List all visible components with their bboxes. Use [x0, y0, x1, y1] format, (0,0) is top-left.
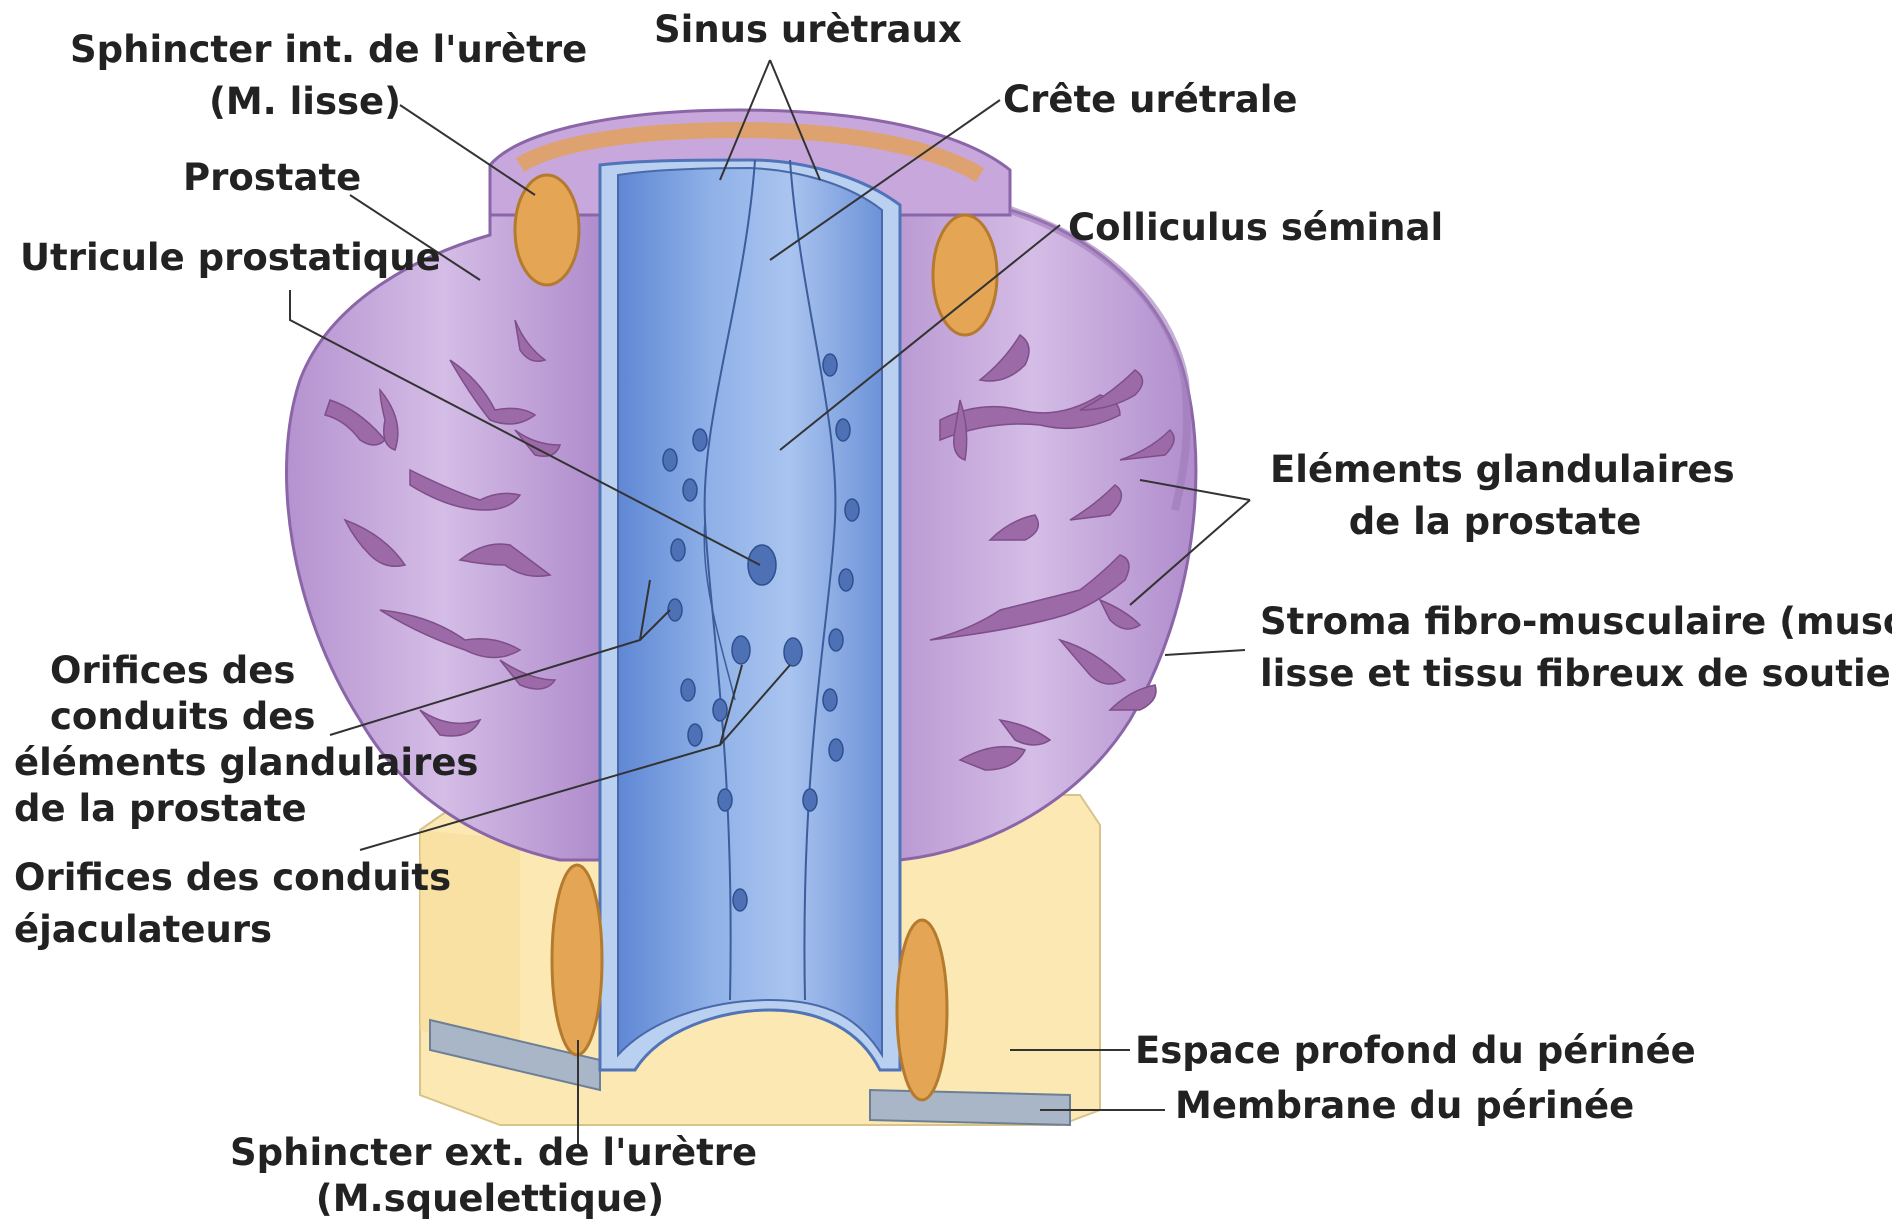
- label-stroma-line2: lisse et tissu fibreux de soutien): [1260, 648, 1892, 700]
- label-orifices-glands-line4: de la prostate: [14, 786, 478, 832]
- label-sphincter-ext: Sphincter ext. de l'urètre (M.squelettiq…: [230, 1130, 750, 1222]
- label-elements-line2: de la prostate: [1270, 496, 1720, 548]
- label-orifices-ejaculateurs: Orifices des conduits éjaculateurs: [14, 852, 451, 956]
- label-sphincter-int: Sphincter int. de l'urètre (M. lisse): [70, 24, 540, 128]
- label-elements-glandulaires: Eléments glandulaires de la prostate: [1270, 444, 1720, 548]
- label-sphincter-ext-line2: (M.squelettique): [230, 1176, 750, 1222]
- label-orifices-glands-line1: Orifices des: [14, 648, 478, 694]
- label-sinus-uretraux: Sinus urètraux: [654, 4, 962, 56]
- label-prostate: Prostate: [183, 152, 361, 204]
- label-orifices-glands-line2: conduits des: [14, 694, 478, 740]
- label-colliculus: Colliculus séminal: [1068, 202, 1443, 254]
- label-stroma-line1: Stroma fibro-musculaire (muscle: [1260, 596, 1892, 648]
- label-orifices-ejac-line1: Orifices des conduits: [14, 852, 451, 904]
- label-membrane-perinee: Membrane du périnée: [1175, 1080, 1634, 1132]
- label-utricule: Utricule prostatique: [20, 232, 441, 284]
- label-orifices-ejac-line2: éjaculateurs: [14, 904, 451, 956]
- label-elements-line1: Eléments glandulaires: [1270, 444, 1720, 496]
- urethral-lumen: [618, 160, 882, 1055]
- label-sphincter-int-line2: (M. lisse): [70, 76, 540, 128]
- label-sphincter-int-line1: Sphincter int. de l'urètre: [70, 24, 540, 76]
- label-orifices-glands-line3: éléments glandulaires: [14, 740, 478, 786]
- label-crete-uretrale: Crête urétrale: [1003, 74, 1298, 126]
- label-sphincter-ext-line1: Sphincter ext. de l'urètre: [230, 1130, 750, 1176]
- label-espace-perinee: Espace profond du périnée: [1135, 1025, 1696, 1077]
- label-orifices-glands: Orifices des conduits des éléments gland…: [14, 648, 478, 832]
- label-stroma: Stroma fibro-musculaire (muscle lisse et…: [1260, 596, 1892, 700]
